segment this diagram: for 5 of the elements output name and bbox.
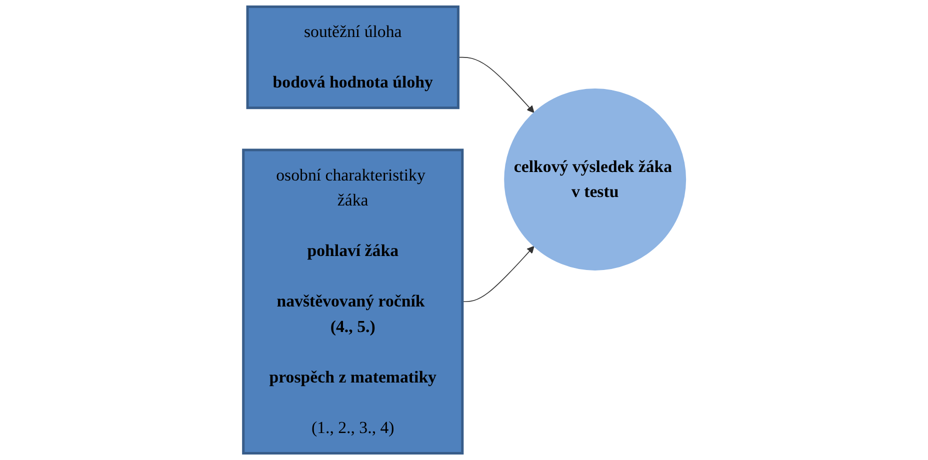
arrow — [461, 246, 534, 302]
node-box: soutěžní úloha bodová hodnota úlohy — [246, 5, 459, 110]
node-circle: celkový výsledek žáka v testu — [504, 88, 686, 270]
node-box: osobní charakteristiky žáka pohlaví žáka navštěvovaný ročník (4., 5.) prospěch z matematiky (1., 2., 3., 4) — [242, 148, 464, 455]
arrow — [457, 56, 534, 113]
